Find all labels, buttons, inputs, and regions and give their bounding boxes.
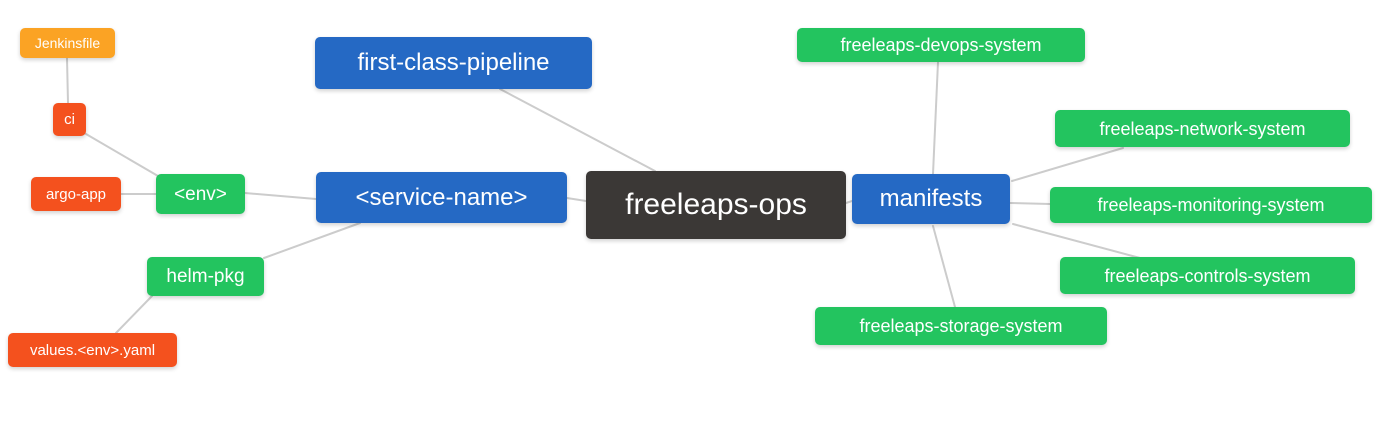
node-label: argo-app [45, 185, 107, 203]
edge-manifests-to-freeleaps-controls-system [1012, 223, 1141, 259]
node-label: first-class-pipeline [357, 49, 550, 76]
node-label: freeleaps-storage-system [859, 316, 1063, 336]
node-label: freeleaps-network-system [1099, 118, 1306, 139]
node-freeleaps-ops[interactable]: freeleaps-ops [586, 171, 846, 239]
node-label: freeleaps-monitoring-system [1097, 195, 1325, 215]
node-label: <service-name> [355, 183, 528, 211]
node-label: manifests [879, 185, 983, 212]
node-freeleaps-devops-system[interactable]: freeleaps-devops-system [797, 28, 1085, 62]
edge-helm-pkg-to-values-env-yaml [115, 295, 153, 334]
node-first-class-pipeline[interactable]: first-class-pipeline [315, 37, 592, 89]
node-freeleaps-storage-system[interactable]: freeleaps-storage-system [815, 307, 1107, 345]
edge-jenkinsfile-to-ci [66, 57, 69, 104]
node-jenkinsfile[interactable]: Jenkinsfile [20, 28, 115, 58]
edge-ci-to-env [85, 133, 159, 177]
node-freeleaps-monitoring-system[interactable]: freeleaps-monitoring-system [1050, 187, 1372, 223]
node-freeleaps-controls-system[interactable]: freeleaps-controls-system [1060, 257, 1355, 294]
edge-first-class-pipeline-to-freeleaps-ops [499, 88, 656, 172]
node-label: helm-pkg [166, 266, 245, 287]
node-label: freeleaps-devops-system [840, 35, 1042, 55]
node-env[interactable]: <env> [156, 174, 245, 214]
node-freeleaps-network-system[interactable]: freeleaps-network-system [1055, 110, 1350, 147]
node-service-name[interactable]: <service-name> [316, 172, 567, 223]
node-label: <env> [174, 183, 227, 205]
edge-service-name-to-helm-pkg [263, 222, 361, 259]
node-label: freeleaps-ops [625, 188, 807, 221]
edge-service-name-to-freeleaps-ops [566, 197, 587, 202]
node-helm-pkg[interactable]: helm-pkg [147, 257, 264, 296]
node-label: values.<env>.yaml [29, 341, 156, 359]
node-ci[interactable]: ci [53, 103, 86, 136]
node-label: ci [64, 111, 75, 128]
edge-env-to-service-name [244, 192, 317, 200]
edge-manifests-to-freeleaps-monitoring-system [1009, 202, 1051, 205]
node-manifests[interactable]: manifests [852, 174, 1010, 224]
node-label: freeleaps-controls-system [1104, 265, 1311, 286]
node-values-env-yaml[interactable]: values.<env>.yaml [8, 333, 177, 367]
node-argo-app[interactable]: argo-app [31, 177, 121, 211]
edge-manifests-to-freeleaps-storage-system [932, 225, 956, 308]
edge-manifests-to-freeleaps-devops-system [932, 61, 939, 175]
node-label: Jenkinsfile [34, 35, 101, 51]
edge-freeleaps-ops-to-manifests [845, 200, 853, 204]
edge-manifests-to-freeleaps-network-system [1011, 147, 1124, 182]
